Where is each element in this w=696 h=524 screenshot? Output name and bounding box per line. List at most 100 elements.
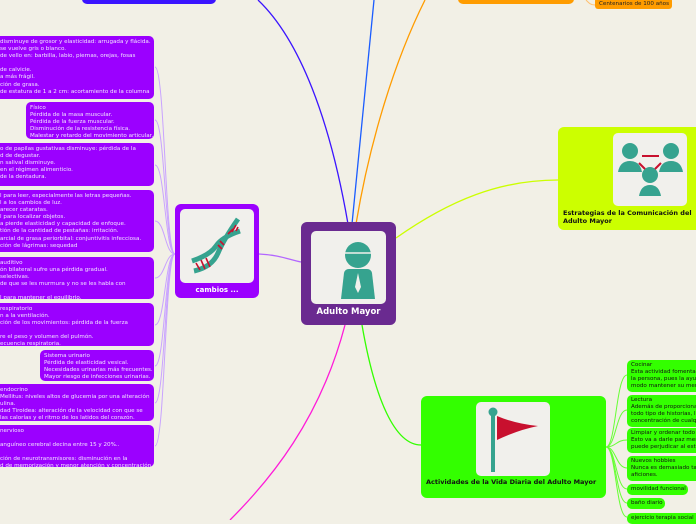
detail-line: ón bilateral sufre una pérdida gradual. xyxy=(0,267,108,274)
detail-line: Pérdida de elasticidad vesical. xyxy=(44,360,129,367)
detail-line: d de memorización y menor atención y con… xyxy=(0,463,153,467)
actividad-line: Nuevos hobbies xyxy=(631,458,676,464)
detail-line: d de degustar. xyxy=(0,153,41,160)
central-title: Adulto Mayor xyxy=(316,307,381,317)
detail-line: n a la ventilación. xyxy=(0,313,50,320)
detail-line xyxy=(0,60,150,67)
detail-line: de estatura de 1 a 2 cm: acortamiento de… xyxy=(0,88,150,95)
detail-line: arecer cataratas. xyxy=(0,207,48,214)
detail-line: ción de grasa. xyxy=(0,81,40,88)
actividad-line: la persona, pues la ayu xyxy=(631,376,696,382)
estrategias-node[interactable]: Estrategias de la Comunicación del Adult… xyxy=(558,127,696,230)
actividad-line: movilidad funcional xyxy=(631,486,686,492)
detail-line: se vuelve gris o blanco. xyxy=(0,46,67,53)
detail-line: en el régimen alimenticio. xyxy=(0,167,73,174)
detail-line: ción de los movimientos: pérdida de la f… xyxy=(0,320,128,327)
detail-line: Pérdida de la fuerza muscular. xyxy=(30,119,115,126)
detail-line: las calorías y el ritmo de los latidos d… xyxy=(0,415,135,421)
detail-line: l para leer, especialmente las letras pe… xyxy=(0,193,132,199)
detail-line: Pérdida de la masa muscular. xyxy=(30,112,113,119)
detail-line: o de papilas gustativas disminuye: pérdi… xyxy=(0,146,136,152)
detail-line: ción de lágrimas: sequedad xyxy=(0,242,78,249)
actividad-line: puede perjudicar al esta xyxy=(631,444,696,450)
blue-topic-node[interactable] xyxy=(82,0,216,4)
detail-line: a pierde elasticidad y capacidad de enfo… xyxy=(0,221,126,228)
detail-line: Malestar y retardo del movimiento articu… xyxy=(30,133,154,139)
cambios-detail-box[interactable]: o de papilas gustativas disminuye: pérdi… xyxy=(0,143,154,186)
actividad-line: concentración de cualqu xyxy=(631,418,696,424)
cambios-detail-box[interactable]: disminuye de grosor y elasticidad: arrug… xyxy=(0,36,154,99)
actividad-item-box[interactable]: ejercicio terapia social xyxy=(627,513,696,524)
actividad-line: Cocinar xyxy=(631,362,653,368)
detail-line: Necesidades urinarias más frecuentes. xyxy=(44,367,153,374)
detail-line: respiratorio xyxy=(0,306,33,312)
dna-icon xyxy=(180,209,254,283)
detail-line: tión de la cantidad de pestañas: irritac… xyxy=(0,228,119,235)
actividades-node[interactable]: Actividades de la Vida Diaria del Adulto… xyxy=(421,396,606,498)
central-node-adulto-mayor[interactable]: Adulto Mayor xyxy=(301,222,396,325)
actividad-line: modo mantener su men xyxy=(631,383,696,389)
detail-line: ción de neurotransmisores: disminución e… xyxy=(0,456,128,463)
detail-line: de la dentadura. xyxy=(0,174,47,181)
detail-line: l para mantener el equilibrio. xyxy=(0,295,82,299)
detail-line: de que se les murmura y no se les habla … xyxy=(0,281,126,288)
detail-line: anguíneo cerebral decina entre 15 y 20%.… xyxy=(0,442,120,449)
actividad-line: baño diario xyxy=(631,500,663,506)
detail-line: Disminución de la resistencia física. xyxy=(30,126,131,133)
detail-line: re el peso y volumen del pulmón. xyxy=(0,334,94,341)
estrategias-title: Estrategias de la Comunicación del Adult… xyxy=(563,209,692,225)
cambios-detail-box[interactable]: l para leer, especialmente las letras pe… xyxy=(0,190,154,252)
actividad-line: Además de proporciona xyxy=(631,404,696,410)
actividad-line: Esta actividad fomenta xyxy=(631,369,696,375)
cambios-node[interactable]: cambios ... xyxy=(175,204,259,298)
detail-line: ulina. xyxy=(0,401,16,408)
actividad-line: aficiones. xyxy=(631,472,658,478)
detail-line: Sistema urinario xyxy=(44,353,90,359)
detail-line: endocrino xyxy=(0,387,28,393)
detail-line: de calvicie. xyxy=(0,67,32,74)
detail-line: n salival disminuye. xyxy=(0,160,56,167)
detail-line: disminuye de grosor y elasticidad: arrug… xyxy=(0,39,151,45)
people-network-icon xyxy=(613,133,687,206)
actividades-title: Actividades de la Vida Diaria del Adulto… xyxy=(426,478,597,486)
orange-subtopic-centenarios[interactable]: Centenarios de 100 años xyxy=(595,0,672,9)
detail-line xyxy=(0,288,150,295)
actividad-item-box[interactable]: baño diario xyxy=(627,498,665,509)
actividad-item-box[interactable]: movilidad funcional xyxy=(627,484,688,495)
actividad-line: todo tipo de historias, l xyxy=(631,411,696,417)
detail-line: de vello en: barbilla, labio, piernas, o… xyxy=(0,53,136,60)
orange-topic-node[interactable] xyxy=(458,0,574,4)
cambios-title: cambios ... xyxy=(195,286,239,294)
detail-line: l para localizar objetos. xyxy=(0,214,66,221)
detail-line: arcial de grasa periorbital: conjuntivit… xyxy=(0,235,142,242)
detail-line: Mellitus: niveles altos de glucemia por … xyxy=(0,394,150,401)
flag-icon xyxy=(476,402,550,476)
actividad-line: Lectura xyxy=(631,397,653,403)
actividad-line: Esto va a darle paz men xyxy=(631,437,696,443)
cambios-detail-box[interactable]: nervioso anguíneo cerebral decina entre … xyxy=(0,425,154,467)
detail-line: Mayor riesgo de infecciones urinarias. xyxy=(44,374,151,381)
detail-line: Físico xyxy=(30,105,46,111)
detail-line: dad Tiroidea: alteración de la velocidad… xyxy=(0,408,143,415)
detail-line: selectivas. xyxy=(0,274,30,281)
actividad-line: Nunca es demasiado ta xyxy=(631,465,696,471)
detail-line: nervioso xyxy=(0,428,24,434)
detail-line: ecuencia respiratoria. xyxy=(0,341,61,346)
detail-line: auditivo xyxy=(0,260,23,266)
person-icon xyxy=(311,231,386,304)
detail-line: l a los cambios de luz. xyxy=(0,200,62,207)
subtopic-label: Centenarios de 100 años xyxy=(599,1,670,7)
actividad-line: Limpiar y ordenar todo xyxy=(631,430,696,436)
detail-line: a más frágil. xyxy=(0,74,35,81)
actividad-line: ejercicio terapia social xyxy=(631,515,694,521)
